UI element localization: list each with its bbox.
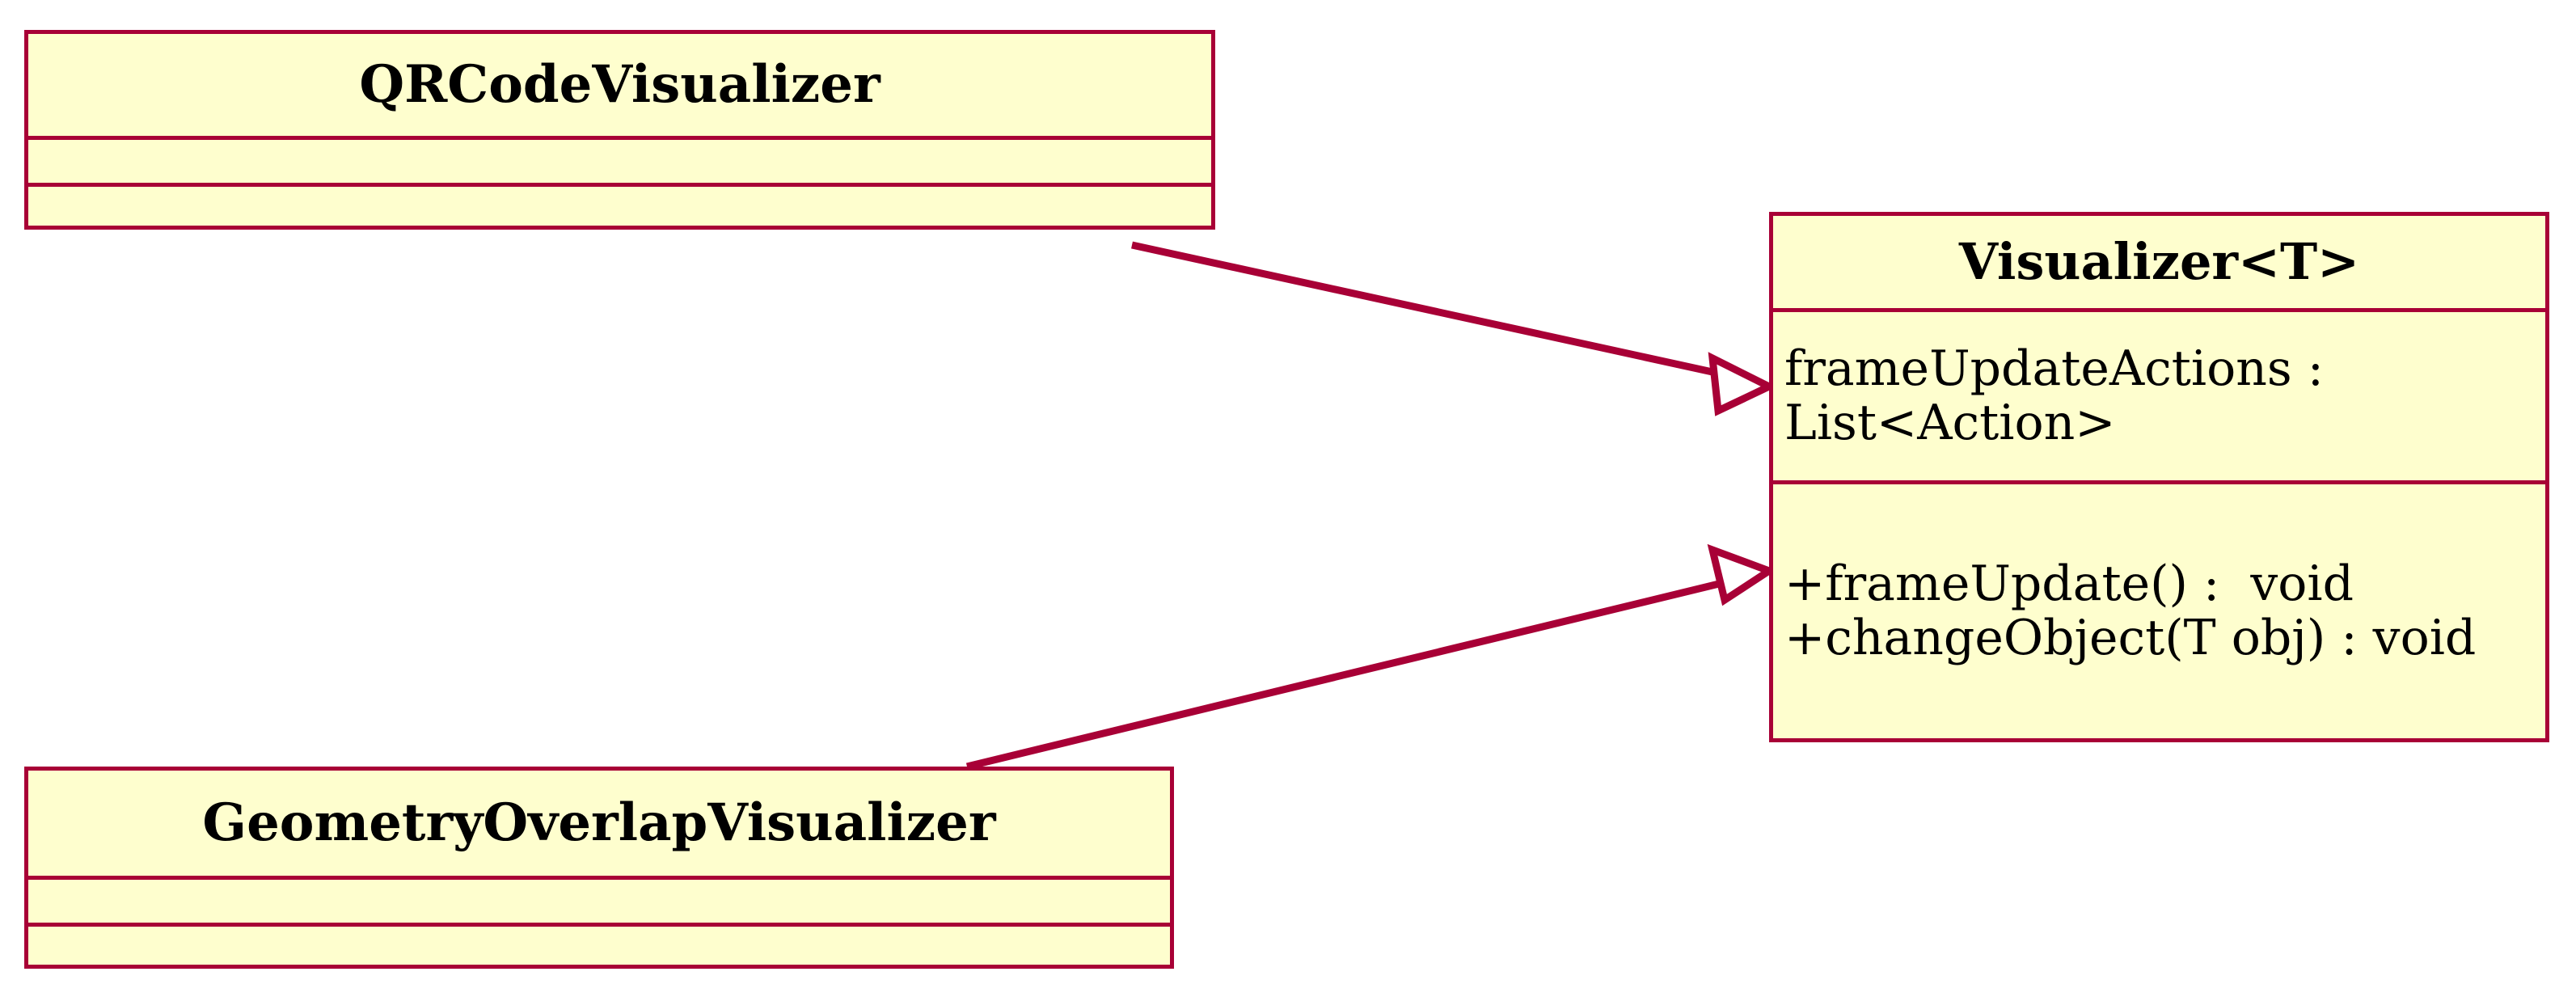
class-methods-compartment xyxy=(28,927,1170,965)
compartment-divider xyxy=(28,923,1170,927)
class-name-label: Visualizer<T> xyxy=(1958,232,2360,292)
hollow-triangle-arrowhead-icon xyxy=(1707,543,1777,606)
compartment-divider xyxy=(28,183,1211,187)
class-method: +changeObject(T obj) : void xyxy=(1784,610,2477,666)
generalization-line xyxy=(965,580,1721,771)
class-methods-compartment: +frameUpdate() : void +changeObject(T ob… xyxy=(1773,484,2545,738)
class-name-label: QRCodeVisualizer xyxy=(359,54,880,116)
class-name-label: GeometryOverlapVisualizer xyxy=(202,792,996,854)
compartment-divider xyxy=(28,136,1211,140)
class-attributes-compartment xyxy=(28,880,1170,923)
class-title-compartment: GeometryOverlapVisualizer xyxy=(28,771,1170,876)
class-title-compartment: QRCodeVisualizer xyxy=(28,34,1211,136)
hollow-triangle-arrowhead-icon xyxy=(1708,352,1778,416)
uml-class-qrcodevisualizer[interactable]: QRCodeVisualizer xyxy=(24,30,1215,230)
class-attribute: frameUpdateActions : List<Action> xyxy=(1784,340,2339,451)
class-attributes-compartment: frameUpdateActions : List<Action> xyxy=(1773,312,2545,480)
class-method: +frameUpdate() : void xyxy=(1784,555,2354,612)
compartment-divider xyxy=(1773,480,2545,484)
class-attributes-compartment xyxy=(28,140,1211,183)
uml-class-geometryoverlapvisualizer[interactable]: GeometryOverlapVisualizer xyxy=(24,767,1174,969)
class-title-compartment: Visualizer<T> xyxy=(1773,216,2545,308)
generalization-line xyxy=(1131,241,1721,378)
uml-class-visualizer[interactable]: Visualizer<T> frameUpdateActions : List<… xyxy=(1769,212,2549,742)
compartment-divider xyxy=(28,876,1170,880)
class-methods-compartment xyxy=(28,187,1211,226)
compartment-divider xyxy=(1773,308,2545,312)
generalization-qrcodevisualizer-to-visualizer xyxy=(1131,241,1778,416)
generalization-geometryoverlapvisualizer-to-visualizer xyxy=(965,543,1777,771)
